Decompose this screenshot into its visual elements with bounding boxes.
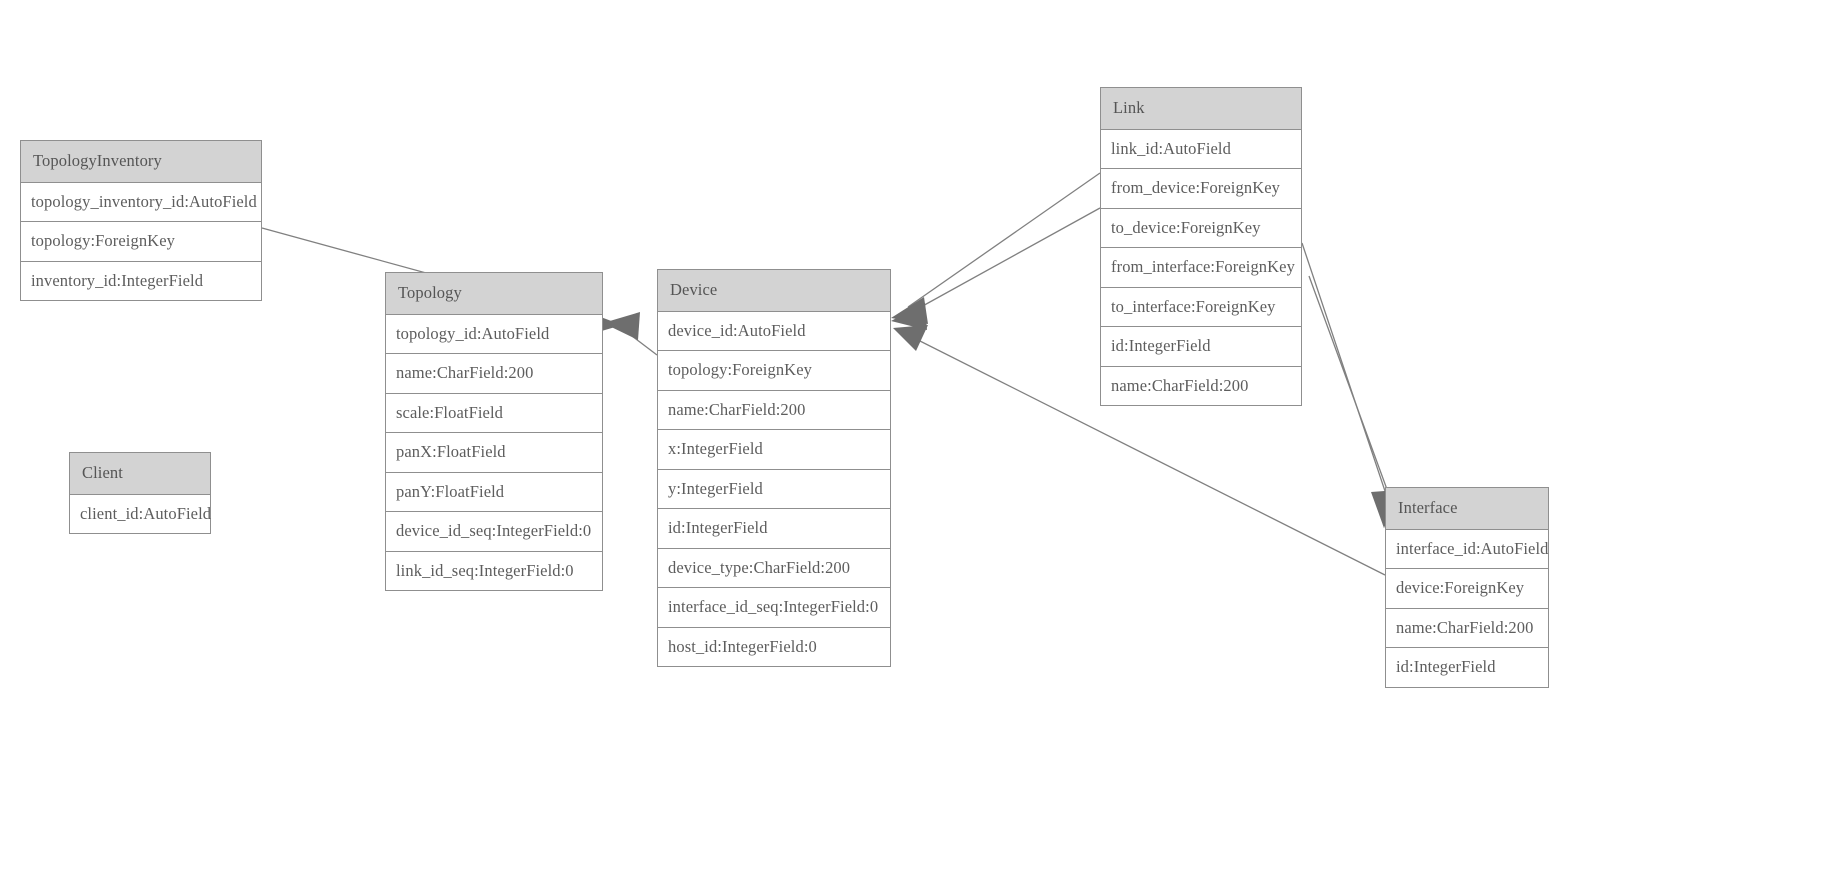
field-interface-id-integer[interactable]: id:IntegerField xyxy=(1386,648,1548,687)
entity-title-link: Link xyxy=(1101,88,1301,130)
field-link-from-interface[interactable]: from_interface:ForeignKey xyxy=(1101,248,1301,288)
field-topology-panx[interactable]: panX:FloatField xyxy=(386,433,602,473)
entity-title-device: Device xyxy=(658,270,890,312)
entity-client[interactable]: Client client_id:AutoField xyxy=(69,452,211,534)
entity-title-interface: Interface xyxy=(1386,488,1548,530)
field-link-to-interface[interactable]: to_interface:ForeignKey xyxy=(1101,287,1301,327)
field-topology-scale[interactable]: scale:FloatField xyxy=(386,393,602,433)
field-link-from-device[interactable]: from_device:ForeignKey xyxy=(1101,169,1301,209)
entity-title-client: Client xyxy=(70,453,210,495)
relation-device-topology xyxy=(603,312,658,356)
field-link-id[interactable]: link_id:AutoField xyxy=(1101,129,1301,169)
field-inventory-id[interactable]: inventory_id:IntegerField xyxy=(21,261,261,300)
field-device-id-integer[interactable]: id:IntegerField xyxy=(658,509,890,549)
field-device-y[interactable]: y:IntegerField xyxy=(658,469,890,509)
entity-title-topology: Topology xyxy=(386,273,602,315)
field-topology-name[interactable]: name:CharField:200 xyxy=(386,354,602,394)
field-interface-id[interactable]: interface_id:AutoField xyxy=(1386,529,1548,569)
field-topology-link-id-seq[interactable]: link_id_seq:IntegerField:0 xyxy=(386,551,602,590)
entity-topologyinventory[interactable]: TopologyInventory topology_inventory_id:… xyxy=(20,140,262,301)
field-interface-device-fk[interactable]: device:ForeignKey xyxy=(1386,569,1548,609)
field-device-host-id[interactable]: host_id:IntegerField:0 xyxy=(658,627,890,666)
field-topology-pany[interactable]: panY:FloatField xyxy=(386,472,602,512)
field-topology-device-id-seq[interactable]: device_id_seq:IntegerField:0 xyxy=(386,512,602,552)
field-interface-name[interactable]: name:CharField:200 xyxy=(1386,608,1548,648)
entity-link[interactable]: Link link_id:AutoField from_device:Forei… xyxy=(1100,87,1302,406)
field-link-name[interactable]: name:CharField:200 xyxy=(1101,366,1301,405)
field-topology-inventory-id[interactable]: topology_inventory_id:AutoField xyxy=(21,182,261,222)
field-topology-id[interactable]: topology_id:AutoField xyxy=(386,314,602,354)
field-link-id-integer[interactable]: id:IntegerField xyxy=(1101,327,1301,367)
relation-link-from-interface xyxy=(1301,242,1398,528)
field-device-name[interactable]: name:CharField:200 xyxy=(658,390,890,430)
field-topology-fk[interactable]: topology:ForeignKey xyxy=(21,222,261,262)
entity-topology[interactable]: Topology topology_id:AutoField name:Char… xyxy=(385,272,603,591)
field-device-type[interactable]: device_type:CharField:200 xyxy=(658,548,890,588)
field-client-id[interactable]: client_id:AutoField xyxy=(70,494,211,533)
field-device-x[interactable]: x:IntegerField xyxy=(658,430,890,470)
entity-device[interactable]: Device device_id:AutoField topology:Fore… xyxy=(657,269,891,667)
relation-link-to-device xyxy=(891,207,1101,330)
field-link-to-device[interactable]: to_device:ForeignKey xyxy=(1101,208,1301,248)
field-device-interface-id-seq[interactable]: interface_id_seq:IntegerField:0 xyxy=(658,588,890,628)
field-device-id[interactable]: device_id:AutoField xyxy=(658,311,890,351)
entity-title-topologyinventory: TopologyInventory xyxy=(21,141,261,183)
entity-interface[interactable]: Interface interface_id:AutoField device:… xyxy=(1385,487,1549,688)
relation-link-from-device xyxy=(891,172,1101,324)
field-device-topology-fk[interactable]: topology:ForeignKey xyxy=(658,351,890,391)
